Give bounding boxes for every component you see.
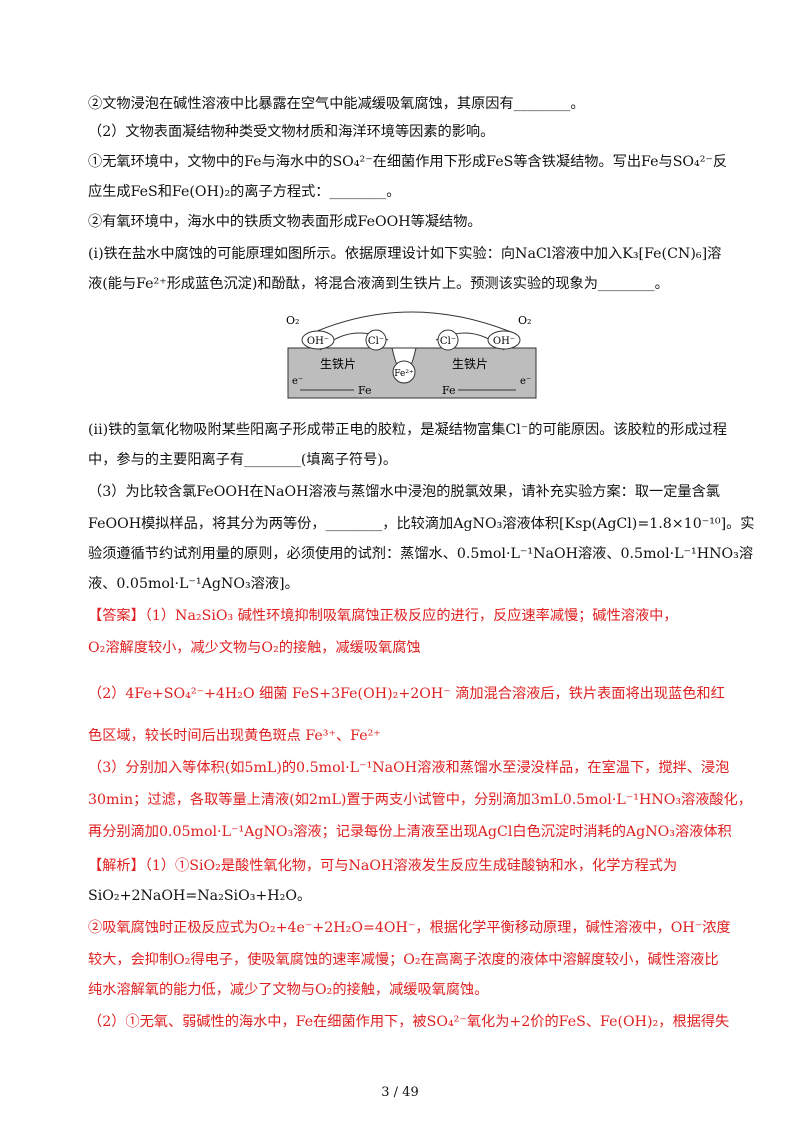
plate-label-right: 生铁片 <box>452 357 488 371</box>
text-line: 30min；过滤，各取等量上清液(如2mL)置于两支小试管中，分别滴加3mL0.… <box>88 792 752 808</box>
electron-label-right: e⁻ <box>520 376 531 387</box>
text-line: （2）文物表面凝结物种类受文物材质和海洋环境等因素的影响。 <box>88 124 495 140</box>
text-line: 纯水溶解氧的能力低，减少了文物与O₂的接触，减缓吸氧腐蚀。 <box>88 982 489 998</box>
text-line: 验须遵循节约试剂用量的原则，必须使用的试剂：蒸馏水、0.5mol·L⁻¹NaOH… <box>88 546 754 562</box>
oh-label-left: OH⁻ <box>307 336 329 347</box>
text-line: 应生成FeS和Fe(OH)₂的离子方程式：________。 <box>88 184 401 200</box>
electron-label-left: e⁻ <box>292 376 303 387</box>
cl-label-left: Cl⁻ <box>368 336 384 347</box>
top-arc <box>309 311 517 335</box>
cl-ion-right <box>437 329 459 351</box>
text-line: 【解析】（1）①SiO₂是酸性氧化物，可与NaOH溶液发生反应生成硅酸钠和水，化… <box>88 858 678 874</box>
text-line: (i)铁在盐水中腐蚀的可能原理如图所示。依据原理设计如下实验：向NaCl溶液中加… <box>88 246 722 262</box>
text-line: 较大，会抑制O₂得电子，使吸氧腐蚀的速率减慢；O₂在高离子浓度的液体中溶解度较小… <box>88 952 719 968</box>
text-line: （2）4Fe+SO₄²⁻+4H₂O 细菌 FeS+3Fe(OH)₂+2OH⁻ 滴… <box>88 686 725 702</box>
o2-label-left: O₂ <box>286 314 299 327</box>
text-line: FeOOH模拟样品，将其分为两等份，________，比较滴加AgNO₃溶液体积… <box>88 516 755 532</box>
oh-ion-left <box>301 330 335 350</box>
o2-label-right: O₂ <box>518 314 531 327</box>
text-line: (ii)铁的氢氧化物吸附某些阳离子形成带正电的胶粒，是凝结物富集Cl⁻的可能原因… <box>88 422 727 438</box>
text-line: 液、0.05mol·L⁻¹AgNO₃溶液]。 <box>88 576 299 592</box>
page-number: 3 / 49 <box>381 1085 419 1100</box>
text-line: ①无氧环境中，文物中的Fe与海水中的SO₄²⁻在细菌作用下形成FeS等含铁凝结物… <box>88 154 728 170</box>
fe-label-right: Fe <box>442 384 456 397</box>
plate-label-left: 生铁片 <box>320 357 356 371</box>
text-line: 色区域，较长时间后出现黄色斑点 Fe³⁺、Fe²⁺ <box>88 728 381 744</box>
text-line: ②吸氧腐蚀时正极反应式为O₂+4e⁻+2H₂O=4OH⁻，根据化学平衡移动原理，… <box>88 920 731 936</box>
text-line: 液(能与Fe²⁺形成蓝色沉淀)和酚酞，将混合液滴到生铁片上。预测该实验的现象为_… <box>88 276 669 292</box>
text-line: （2）①无氧、弱碱性的海水中，Fe在细菌作用下，被SO₄²⁻氧化为+2价的FeS… <box>88 1014 730 1030</box>
fe2-label: Fe²⁺ <box>394 369 414 379</box>
cl-ion-left <box>365 329 387 351</box>
cl-label-right: Cl⁻ <box>440 336 456 347</box>
text-line: 再分别滴加0.05mol·L⁻¹AgNO₃溶液；记录每份上清液至出现AgCl白色… <box>88 824 732 840</box>
text-line: ②文物浸泡在碱性溶液中比暴露在空气中能减缓吸氧腐蚀，其原因有________。 <box>88 96 585 112</box>
text-line: 中，参与的主要阳离子有________(填离子符号)。 <box>88 452 398 468</box>
corrosion-diagram: OH⁻ Cl⁻ Cl⁻ OH⁻ Fe²⁺ O₂ O₂ 生铁片 生铁片 e⁻ e⁻… <box>286 311 537 399</box>
oh-label-right: OH⁻ <box>493 336 515 347</box>
text-line: （3）为比较含氯FeOOH在NaOH溶液与蒸馏水中浸泡的脱氯效果，请补充实验方案… <box>88 484 720 500</box>
fe-label-left: Fe <box>358 384 372 397</box>
fe2-ion <box>392 360 416 384</box>
oh-ion-right <box>487 330 521 350</box>
text-line: 【答案】（1）Na₂SiO₃ 碱性环境抑制吸氧腐蚀正极反应的进行，反应速率减慢；… <box>88 608 678 624</box>
text-line: O₂溶解度较小，减少文物与O₂的接触，减缓吸氧腐蚀 <box>88 640 421 656</box>
text-line: ②有氧环境中，海水中的铁质文物表面形成FeOOH等凝结物。 <box>88 214 482 230</box>
text-line: SiO₂+2NaOH=Na₂SiO₃+H₂O。 <box>88 888 312 904</box>
text-line: （3）分别加入等体积(如5mL)的0.5mol·L⁻¹NaOH溶液和蒸馏水至浸没… <box>88 760 730 776</box>
